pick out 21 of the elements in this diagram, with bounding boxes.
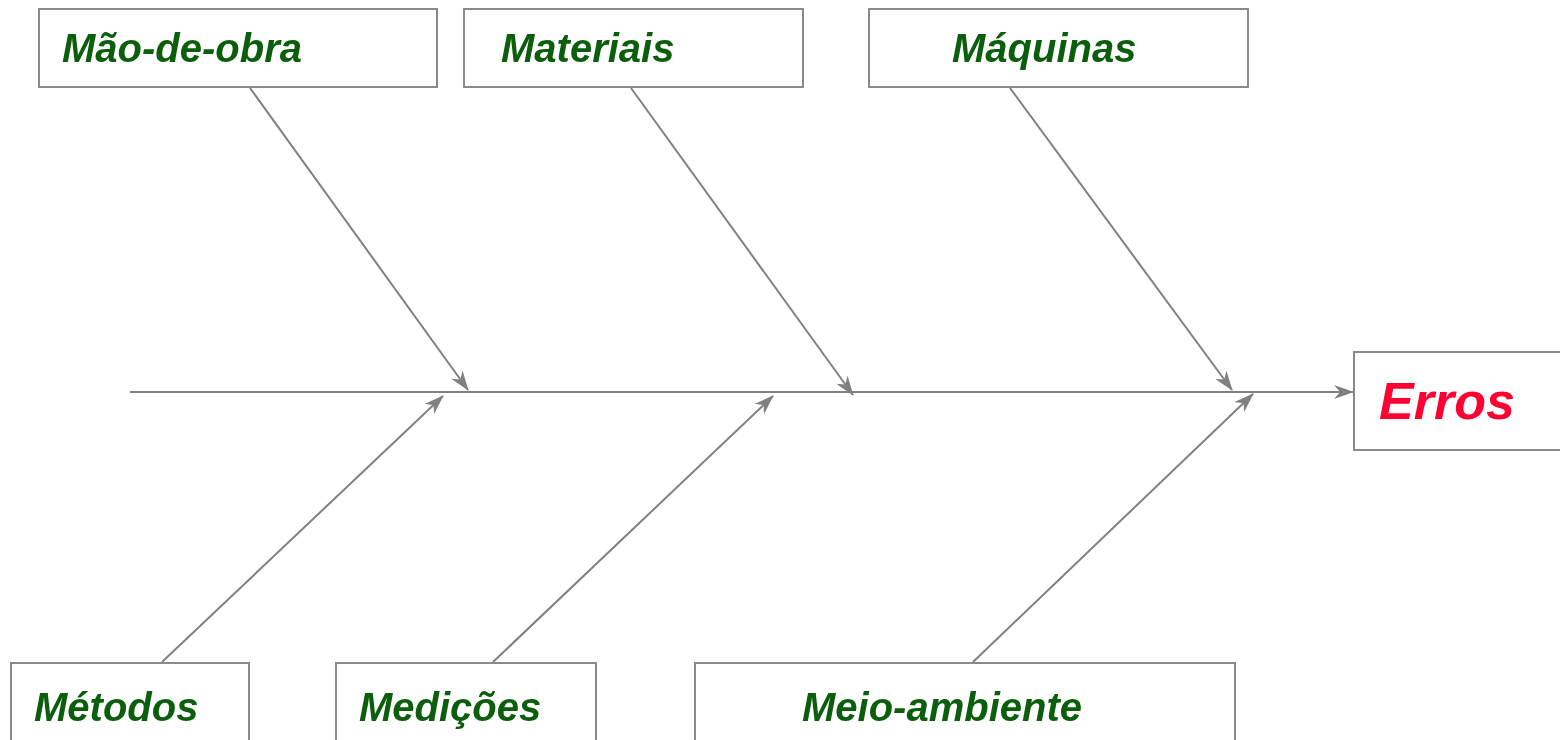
cause-box [463, 8, 804, 88]
cause-arrow [492, 395, 774, 663]
cause-label: Máquinas [952, 25, 1137, 71]
cause-arrow [972, 393, 1254, 663]
cause-arrow [1009, 87, 1233, 391]
spine-arrow [129, 385, 1354, 399]
cause-box [694, 662, 1236, 740]
effect-box [1353, 351, 1560, 451]
cause-box [868, 8, 1249, 88]
cause-box [10, 662, 250, 740]
cause-arrow [630, 87, 854, 396]
cause-arrow [249, 87, 469, 391]
effect-label: Erros [1379, 371, 1515, 431]
cause-label: Métodos [34, 684, 199, 730]
cause-label: Mão-de-obra [62, 25, 302, 71]
cause-box [38, 8, 438, 88]
cause-label: Medições [359, 684, 542, 730]
cause-label: Materiais [501, 25, 675, 71]
cause-label: Meio-ambiente [802, 684, 1083, 730]
cause-arrow [161, 395, 444, 663]
cause-box [335, 662, 597, 740]
